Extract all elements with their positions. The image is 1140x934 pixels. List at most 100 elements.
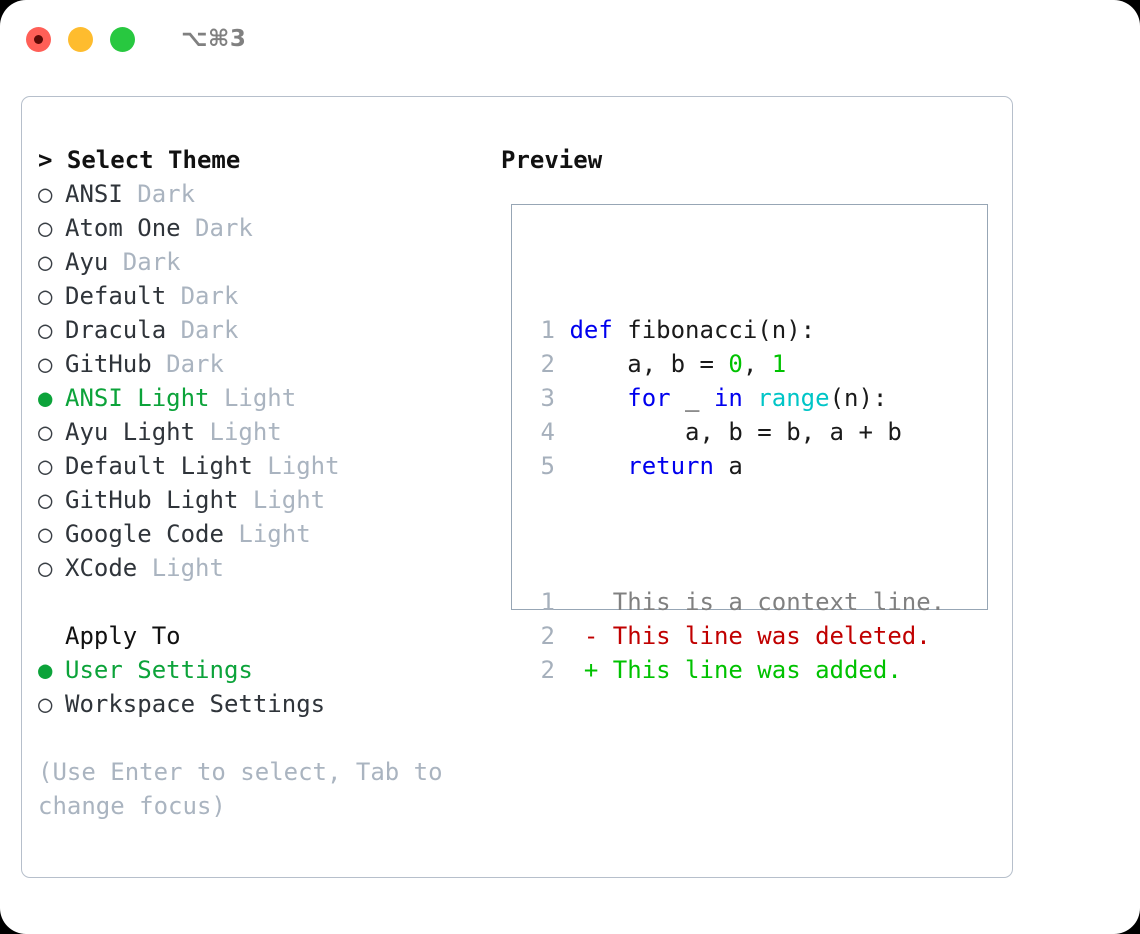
diff-line: 1 This is a context line. [531, 585, 946, 619]
theme-option[interactable]: ○ Default Light Light [38, 449, 498, 483]
theme-option-name: Default Light [65, 452, 253, 480]
code-token: _ [670, 384, 714, 412]
code-line: 2 a, b = 0, 1 [531, 347, 945, 381]
radio-selected-icon: ● [38, 384, 53, 412]
code-line: 1 def fibonacci(n): [531, 313, 945, 347]
code-token [569, 452, 627, 480]
theme-option-kind: Dark [166, 316, 239, 344]
theme-option-kind: Light [195, 418, 282, 446]
line-number: 2 [540, 350, 555, 378]
theme-option-name: ANSI Light [65, 384, 210, 412]
theme-option[interactable]: ○Google Code Light [38, 517, 498, 551]
radio-selected-icon: ● [38, 656, 53, 684]
line-number: 2 [540, 622, 555, 650]
line-number: 5 [540, 452, 555, 480]
spacer [38, 585, 498, 619]
theme-option[interactable]: ○ GitHub Dark [38, 347, 498, 381]
theme-option-name: GitHub [65, 350, 152, 378]
theme-option[interactable]: ○ XCode Light [38, 551, 498, 585]
minimize-button[interactable] [68, 26, 93, 52]
theme-option-kind: Dark [180, 214, 253, 242]
radio-unselected-icon: ○ [38, 486, 53, 514]
theme-option[interactable]: ○ Ayu Dark [38, 245, 498, 279]
code-token: for [627, 384, 671, 412]
apply-to-list: ● User Settings ○ Workspace Settings [38, 653, 498, 721]
code-line: 5 return a [531, 449, 945, 483]
theme-option-name: XCode [65, 554, 138, 582]
code-line: 4 a, b = b, a + b [531, 415, 945, 449]
radio-unselected-icon: ○ [38, 452, 53, 480]
theme-option[interactable]: ○Default Dark [38, 279, 498, 313]
apply-to-option-name: User Settings [65, 656, 253, 684]
title-bar: ⌥⌘3 [0, 0, 1140, 78]
apply-to-option-name: Workspace Settings [65, 690, 326, 718]
radio-unselected-icon: ○ [38, 350, 53, 378]
radio-unselected-icon: ○ [38, 316, 53, 344]
apply-to-heading: Apply To [65, 622, 181, 650]
theme-option[interactable]: ○ANSI Dark [38, 177, 498, 211]
theme-option-kind: Light [137, 554, 224, 582]
radio-unselected-icon: ○ [38, 554, 53, 582]
theme-option-kind: Dark [151, 350, 224, 378]
line-number: 3 [540, 384, 555, 412]
theme-option-name: Ayu Light [65, 418, 196, 446]
theme-option[interactable]: ○ Ayu Light Light [38, 415, 498, 449]
theme-option-name: Dracula [65, 316, 167, 344]
theme-option-kind: Light [252, 452, 340, 480]
apply-to-option[interactable]: ○ Workspace Settings [38, 687, 498, 721]
apply-to-option[interactable]: ● User Settings [38, 653, 498, 687]
theme-option[interactable]: ○ Dracula Dark [38, 313, 498, 347]
code-token: def [569, 316, 628, 344]
preview-panel: Preview [501, 143, 1001, 177]
shortcut-label: ⌥⌘3 [181, 26, 247, 52]
theme-option-kind: Dark [108, 248, 181, 276]
diff-text: + This line was added. [555, 656, 902, 684]
line-number: 4 [540, 418, 555, 446]
spacer [38, 721, 498, 755]
theme-picker-panel: > Select Theme ○ANSI Dark○Atom One Dark○… [38, 143, 498, 823]
theme-option-kind: Dark [166, 282, 239, 310]
code-token [743, 384, 757, 412]
line-number: 1 [540, 316, 555, 344]
main-card: > Select Theme ○ANSI Dark○Atom One Dark○… [21, 96, 1013, 878]
radio-unselected-icon: ○ [38, 214, 53, 242]
code-token: range [757, 384, 830, 412]
page-title: > Select Theme [38, 146, 241, 174]
theme-option[interactable]: ○GitHub Light Light [38, 483, 498, 517]
theme-option[interactable]: ● ANSI Light Light [38, 381, 498, 415]
preview-title: Preview [501, 146, 603, 174]
radio-unselected-icon: ○ [38, 418, 53, 446]
diff-text: This is a context line. [555, 588, 946, 616]
code-token: a, b = [569, 350, 729, 378]
code-token: 1 [771, 350, 787, 378]
maximize-button[interactable] [110, 26, 135, 52]
theme-option[interactable]: ○Atom One Dark [38, 211, 498, 245]
theme-option-name: GitHub Light [65, 486, 239, 514]
line-number: 1 [540, 588, 555, 616]
code-token: in [713, 384, 743, 412]
close-button[interactable] [26, 26, 51, 52]
theme-option-kind: Light [223, 520, 311, 548]
theme-option-kind: Light [209, 384, 297, 412]
radio-unselected-icon: ○ [38, 248, 53, 276]
keyboard-hint: (Use Enter to select, Tab to change focu… [38, 758, 458, 820]
diff-lines: 1 This is a context line.2 - This line w… [531, 585, 946, 687]
recording-indicator-icon [34, 34, 43, 44]
code-line: 3 for _ in range(n): [531, 381, 945, 415]
theme-list: ○ANSI Dark○Atom One Dark○Ayu Dark○Defaul… [38, 177, 498, 585]
radio-unselected-icon: ○ [38, 690, 53, 718]
window-controls [26, 26, 135, 52]
code-token: return [627, 452, 714, 480]
theme-option-name: Google Code [65, 520, 224, 548]
code-token: a, b = b, a + b [569, 418, 902, 446]
code-token [569, 384, 627, 412]
radio-unselected-icon: ○ [38, 282, 53, 310]
theme-option-name: Ayu [65, 248, 109, 276]
diff-text: - This line was deleted. [555, 622, 931, 650]
code-token: a [713, 452, 743, 480]
theme-option-name: ANSI [65, 180, 123, 208]
